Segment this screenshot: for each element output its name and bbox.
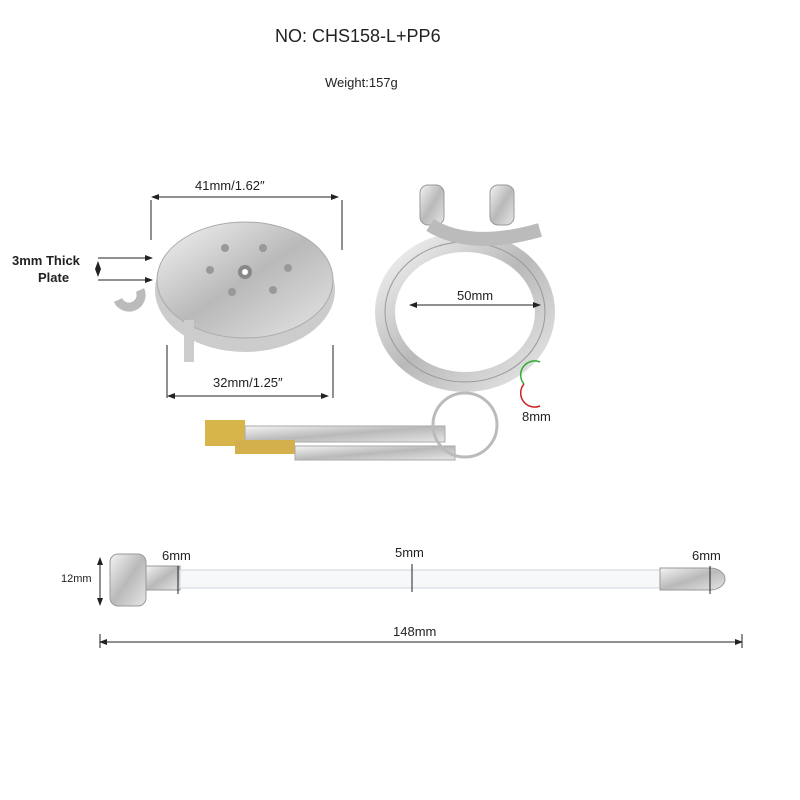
keys [205,391,499,461]
weight-label: Weight:157g [325,75,398,90]
cage-ring [375,184,555,408]
plate-width-label: 41mm/1.62″ [195,178,265,193]
tube-length-label: 148mm [393,624,437,639]
base-plate [113,221,335,362]
ring-diameter-label: 50mm [457,288,494,303]
mid-diameter-label: 5mm [395,545,424,560]
thickness-label-line1: 3mm Thick [12,253,80,268]
product-number: NO: CHS158-L+PP6 [275,26,441,46]
plate-bottom-label: 32mm/1.25″ [213,375,283,390]
right-diameter-label: 6mm [692,548,721,563]
left-diameter-label: 6mm [162,548,191,563]
thickness-label-line2: Plate [38,270,70,285]
head-height-label: 12mm [61,573,92,585]
ring-thickness-label: 8mm [522,409,551,424]
dimension-lines [95,194,743,648]
urethral-tube [109,553,726,607]
